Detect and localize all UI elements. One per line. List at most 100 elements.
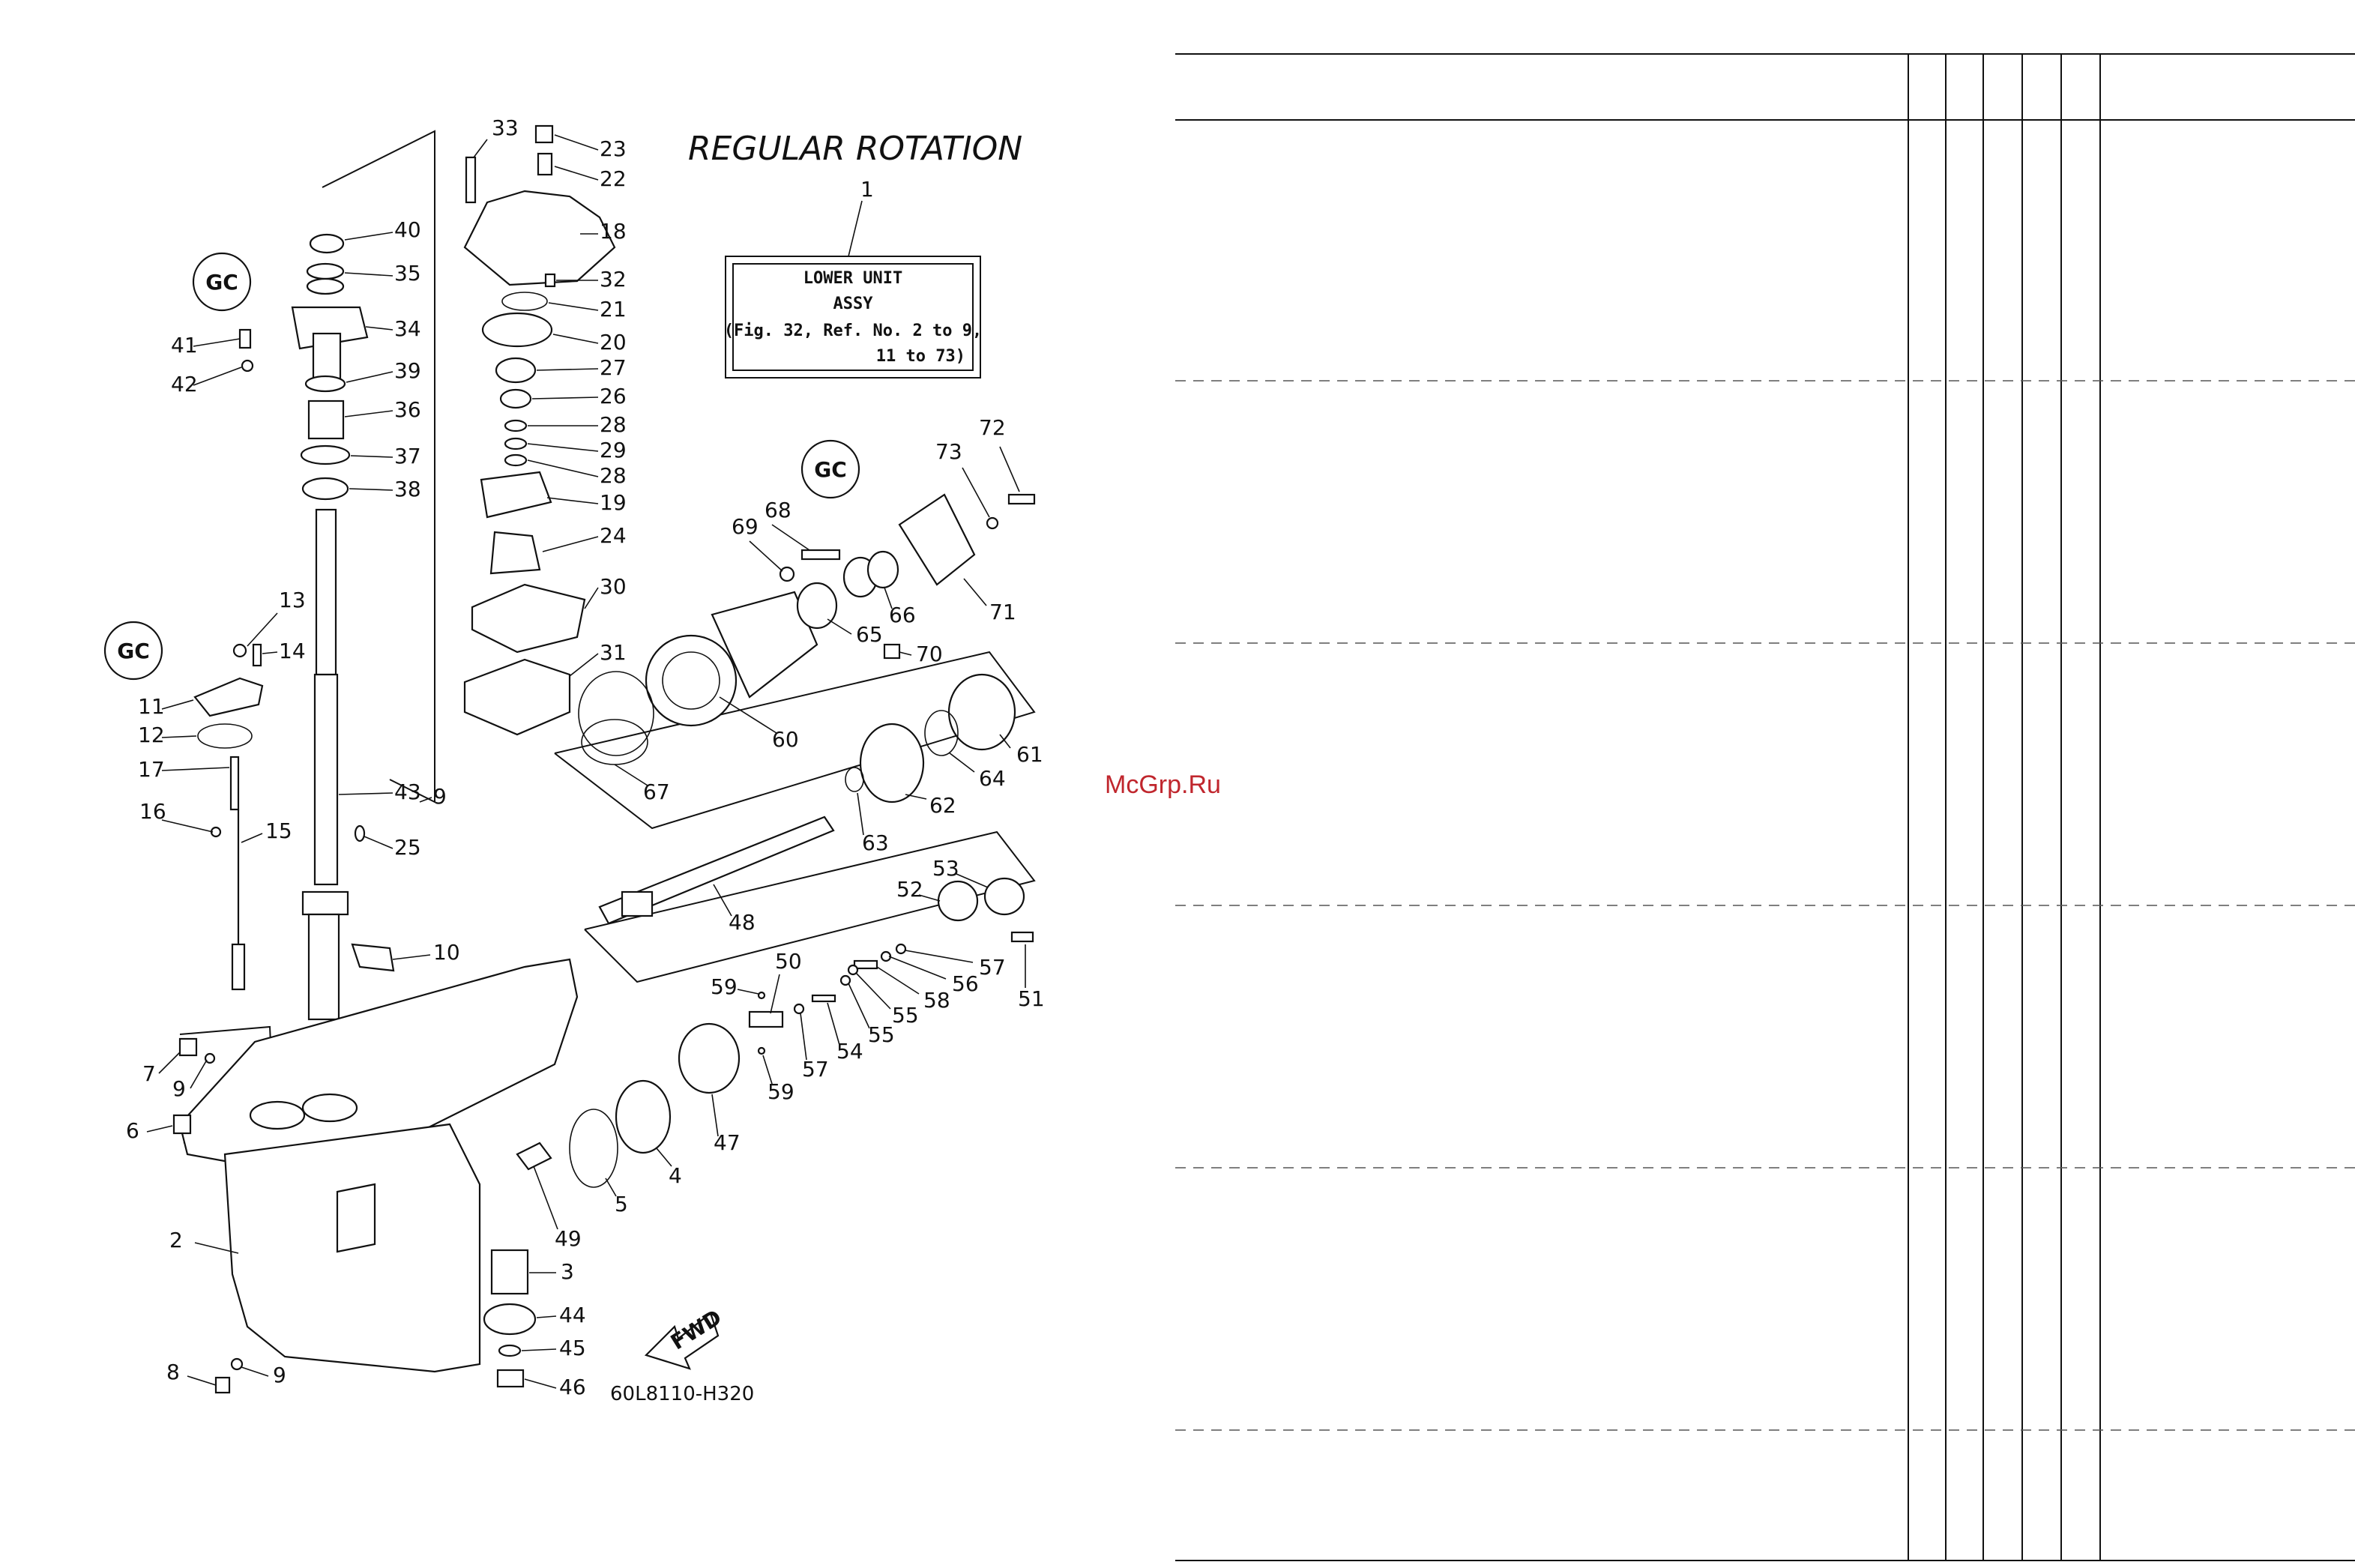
assembly-box: 1 LOWER UNIT ASSY (Fig. 32, Ref. No. 2 t…	[724, 177, 982, 379]
callout-14: 14	[279, 639, 306, 663]
callout-53: 53	[932, 856, 959, 881]
lubricant-label-3: GC	[117, 639, 150, 663]
part-5	[569, 1109, 618, 1188]
callout-leader-65	[827, 618, 852, 635]
assembly-box-inner	[732, 263, 974, 371]
callout-21: 21	[600, 297, 627, 322]
part-57b	[793, 1003, 805, 1015]
part-50	[748, 1010, 784, 1028]
part-8	[214, 1376, 231, 1394]
callout-leader-13	[247, 612, 278, 647]
callout-leader-26	[531, 396, 599, 399]
callout-leader-55	[848, 983, 870, 1029]
callout-40: 40	[394, 217, 421, 242]
callout-43: 43	[394, 780, 421, 804]
callout-leader-71	[963, 578, 987, 606]
part-70	[883, 643, 901, 660]
callout-54: 54	[836, 1039, 863, 1064]
part-7	[178, 1037, 198, 1057]
callout-leader-24	[542, 536, 599, 552]
part-17-spring	[229, 756, 240, 811]
assembly-box-outer	[725, 256, 981, 379]
callout-leader-52	[918, 894, 941, 902]
drive-shaft-middle	[313, 673, 339, 886]
drive-shaft	[301, 508, 349, 1021]
callout-61: 61	[1016, 742, 1043, 767]
lubricant-symbol-gc-1: GC	[800, 439, 860, 499]
callout-41: 41	[171, 333, 198, 358]
callout-22: 22	[600, 166, 627, 191]
parts-table	[1175, 53, 2355, 1561]
propeller-shaft-group-frame	[554, 651, 1036, 830]
callout-leader-9	[419, 797, 432, 803]
part-37	[300, 444, 351, 465]
part-46	[496, 1369, 525, 1388]
callout-leader-21	[548, 302, 599, 311]
assembly-ref: 1	[860, 177, 874, 202]
part-63	[845, 767, 864, 792]
callout-leader-47	[711, 1094, 719, 1137]
callout-28: 28	[600, 463, 627, 488]
part-66b	[866, 550, 899, 589]
pinion-stack	[483, 1142, 552, 1388]
watermark: McGrp.Ru	[1105, 771, 1221, 799]
part-61	[947, 673, 1016, 751]
callout-leader-38	[349, 488, 393, 491]
callout-leader-43	[338, 792, 393, 795]
callout-leader-68	[771, 524, 810, 551]
part-23	[534, 124, 554, 144]
callout-12: 12	[138, 723, 165, 747]
part-28b	[504, 453, 528, 467]
callout-leader-49	[533, 1166, 558, 1230]
lubricant-symbol-gc-2: GC	[192, 252, 252, 312]
part-64	[924, 710, 959, 756]
callout-leader-34	[365, 326, 393, 331]
drive-shaft-lower	[307, 913, 340, 1021]
part-20	[481, 312, 553, 348]
callout-leader-67	[614, 764, 648, 786]
part-34-housing	[291, 306, 369, 350]
callout-39: 39	[394, 358, 421, 383]
callout-leader-8	[187, 1375, 217, 1386]
part-21	[501, 292, 548, 311]
callout-leader-61	[999, 734, 1011, 749]
callout-leader-4	[656, 1148, 672, 1167]
callout-leader-9	[241, 1366, 269, 1377]
callout-23: 23	[600, 136, 627, 161]
callout-leader-40	[344, 232, 393, 241]
part-31-gasket	[463, 658, 571, 736]
part-12	[197, 723, 253, 749]
callout-28: 28	[600, 412, 627, 437]
callout-11: 11	[138, 694, 165, 719]
callout-17: 17	[138, 757, 165, 782]
callout-26: 26	[600, 384, 627, 408]
callout-leader-19	[546, 497, 599, 504]
drive-shaft-collar	[301, 890, 349, 916]
part-9a	[204, 1052, 216, 1064]
callout-leader-57	[800, 1013, 807, 1061]
part-38	[301, 477, 349, 501]
part-53-gear	[983, 877, 1025, 916]
part-24-impeller	[489, 531, 541, 575]
callout-leader-70	[899, 651, 912, 656]
callout-9: 9	[273, 1363, 286, 1387]
part-68	[800, 549, 841, 561]
callout-leader-54	[827, 1002, 840, 1046]
callout-67: 67	[643, 780, 670, 804]
part-22	[537, 152, 553, 176]
callout-57: 57	[979, 955, 1006, 980]
lubricant-symbol-gc-3: GC	[103, 621, 163, 681]
assembly-leader	[848, 200, 863, 257]
callout-73: 73	[935, 439, 962, 464]
callout-20: 20	[600, 330, 627, 355]
callout-leader-45	[521, 1348, 557, 1351]
part-11	[193, 677, 264, 717]
callout-4: 4	[669, 1163, 682, 1188]
water-pump-stack	[354, 124, 616, 842]
callout-56: 56	[952, 971, 979, 996]
callout-leader-69	[749, 540, 783, 572]
part-73	[986, 516, 999, 530]
callout-leader-66	[884, 587, 893, 609]
callout-69: 69	[732, 514, 759, 539]
